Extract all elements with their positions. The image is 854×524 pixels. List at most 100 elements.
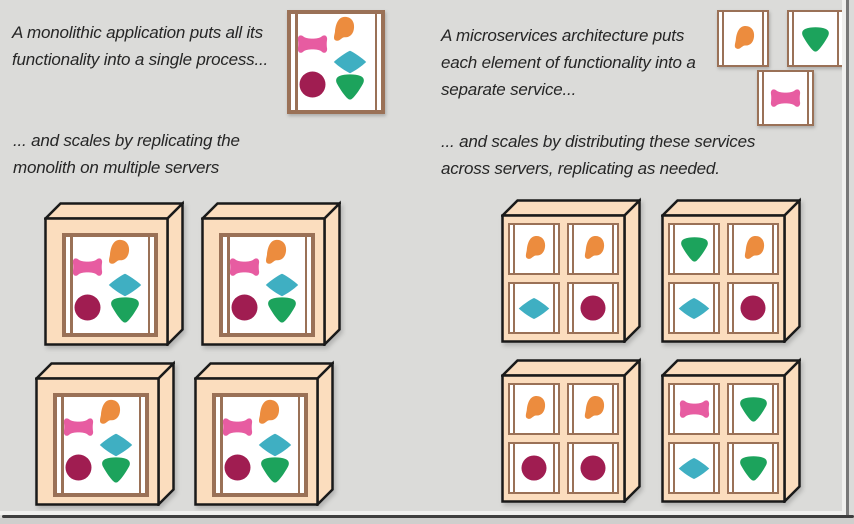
- shape-orange-drop: [734, 25, 755, 49]
- shape-green-triangle: [739, 397, 767, 422]
- monolith-shape-slot: [260, 456, 290, 483]
- service-package-maroon-circle: [567, 442, 619, 494]
- monolith-shape-slot: [224, 454, 251, 481]
- service-package-orange-drop: [717, 10, 769, 67]
- service-package-pink-bone: [668, 383, 720, 435]
- shape-maroon-circle: [65, 454, 92, 481]
- caption-line: ... and scales by replicating the: [13, 131, 240, 150]
- shape-orange-drop: [525, 395, 546, 419]
- monolith-shape-slot: [330, 16, 355, 45]
- frame-outside-bottom: [0, 518, 854, 524]
- caption-line: A monolithic application puts all its: [12, 23, 263, 42]
- shape-pink-bone: [72, 258, 103, 276]
- shape-teal-diamond: [265, 273, 299, 297]
- shape-maroon-circle: [521, 455, 547, 481]
- shape-green-triangle: [268, 297, 296, 323]
- monolith-package: [212, 393, 308, 497]
- frame-inner-border-bottom: [0, 511, 846, 515]
- service-package-green-triangle: [727, 442, 779, 494]
- monolith-shape-slot: [99, 433, 133, 457]
- monolith-shape-slot: [96, 399, 121, 428]
- monolith-shape-slot: [105, 239, 130, 268]
- shape-maroon-circle: [74, 294, 101, 321]
- monolith-shape-slot: [229, 256, 260, 278]
- caption-line: monolith on multiple servers: [13, 158, 220, 177]
- shape-green-triangle: [111, 297, 139, 323]
- service-grid: [668, 223, 779, 334]
- shape-maroon-circle: [299, 71, 326, 98]
- microservice-server: [501, 197, 641, 343]
- monolith-shape-slot: [74, 294, 101, 321]
- monolith-shape-slot: [72, 256, 103, 278]
- shape-green-triangle: [739, 456, 767, 481]
- monolith-shape-slot: [231, 294, 258, 321]
- service-grid: [668, 383, 779, 494]
- frame-inner-border-right: [842, 0, 846, 515]
- microservice-server: [661, 197, 801, 343]
- service-package-maroon-circle: [567, 282, 619, 334]
- frame-shadow-right: [846, 0, 849, 517]
- shape-teal-diamond: [258, 433, 292, 457]
- monolith-package: [219, 233, 315, 337]
- shape-orange-drop: [100, 399, 121, 424]
- monolith-shape-slot: [335, 73, 365, 100]
- service-grid: [508, 383, 619, 494]
- shape-teal-diamond: [678, 297, 710, 319]
- shape-maroon-circle: [740, 295, 766, 321]
- shape-teal-diamond: [678, 457, 710, 479]
- monolith-shape-slot: [267, 296, 297, 323]
- service-package-green-triangle: [727, 383, 779, 435]
- caption-line: separate service...: [441, 80, 577, 99]
- shape-maroon-circle: [580, 455, 606, 481]
- shape-green-triangle: [336, 74, 364, 100]
- service-package-orange-drop: [508, 223, 560, 275]
- shape-maroon-circle: [224, 454, 251, 481]
- monolith-package: [53, 393, 149, 497]
- shape-pink-bone: [297, 35, 328, 53]
- shape-teal-diamond: [518, 297, 550, 319]
- shape-green-triangle: [680, 237, 708, 262]
- service-package-maroon-circle: [508, 442, 560, 494]
- caption-line: ... and scales by distributing these ser…: [441, 132, 756, 151]
- caption-line: functionality into a single process...: [12, 50, 269, 69]
- shape-pink-bone: [229, 258, 260, 276]
- monolith-shape-slot: [258, 433, 292, 457]
- monolith-package-legend: [287, 10, 385, 114]
- shape-teal-diamond: [108, 273, 142, 297]
- monolith-server: [194, 360, 334, 506]
- monolith-shape-slot: [262, 239, 287, 268]
- shape-orange-drop: [334, 16, 355, 41]
- monolith-shape-slot: [63, 416, 94, 438]
- monolith-shape-slot: [297, 33, 328, 55]
- shape-orange-drop: [109, 239, 130, 264]
- shape-green-triangle: [802, 26, 829, 52]
- caption-line: each element of functionality into a: [441, 53, 696, 72]
- monolith-shape-slot: [65, 454, 92, 481]
- monolith-package: [62, 233, 158, 337]
- monolith-shape-slot: [108, 273, 142, 297]
- caption-line: A microservices architecture puts: [441, 26, 685, 45]
- monolith-shape-slot: [265, 273, 299, 297]
- shape-maroon-circle: [231, 294, 258, 321]
- caption-monolith-intro: A monolithic application puts all its fu…: [12, 19, 268, 73]
- shape-orange-drop: [525, 235, 546, 259]
- shape-orange-drop: [584, 235, 605, 259]
- service-package-orange-drop: [727, 223, 779, 275]
- service-package-orange-drop: [508, 383, 560, 435]
- service-package-pink-bone: [757, 70, 814, 126]
- frame-shadow-bottom: [2, 515, 854, 518]
- service-package-orange-drop: [567, 383, 619, 435]
- monolith-shape-slot: [101, 456, 131, 483]
- service-package-teal-diamond: [508, 282, 560, 334]
- service-package-teal-diamond: [668, 442, 720, 494]
- monolith-server: [44, 200, 184, 346]
- caption-microservices-intro: A microservices architecture puts each e…: [441, 22, 696, 103]
- shape-maroon-circle: [580, 295, 606, 321]
- monolith-server: [201, 200, 341, 346]
- shape-pink-bone: [770, 89, 801, 107]
- microservice-server: [501, 357, 641, 503]
- service-grid: [508, 223, 619, 334]
- shape-orange-drop: [744, 235, 765, 259]
- monolith-server: [35, 360, 175, 506]
